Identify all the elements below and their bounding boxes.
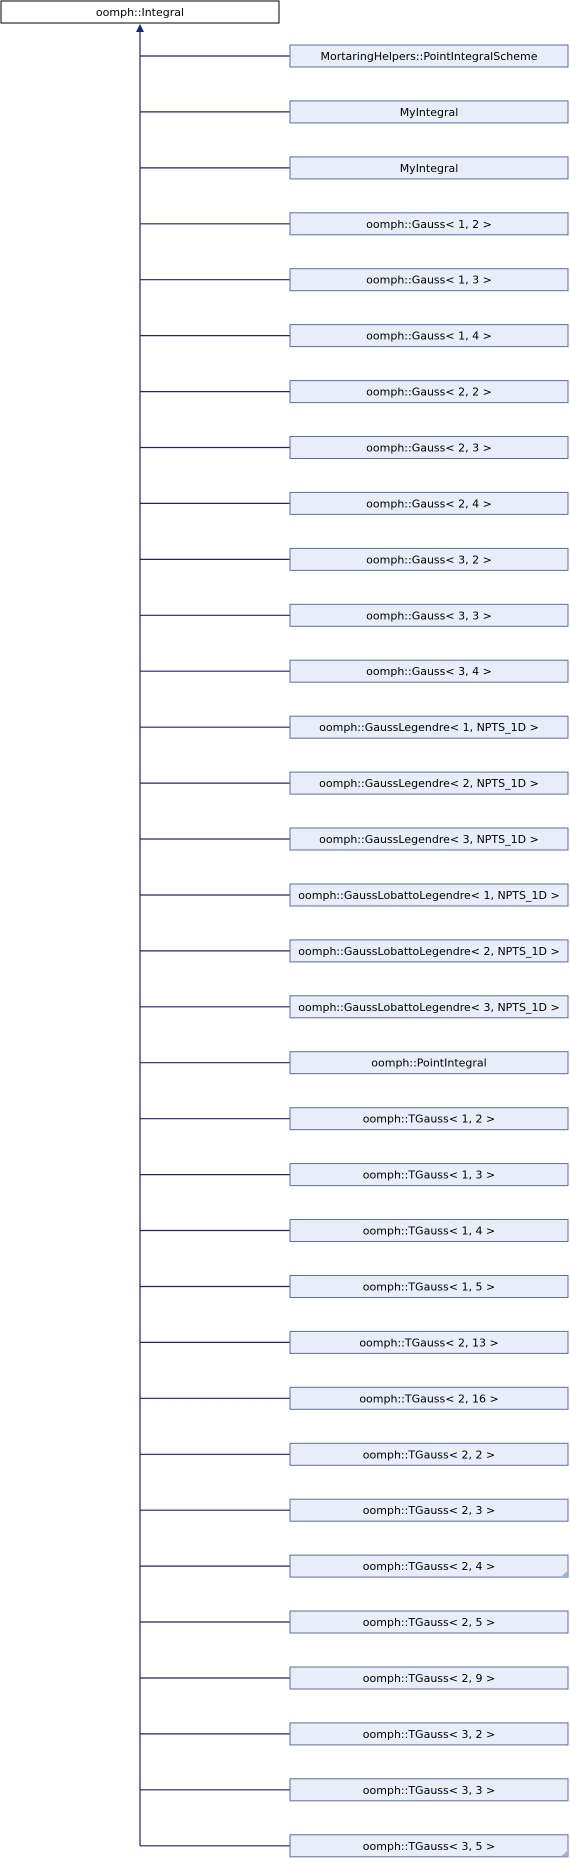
derived-class-label: oomph::Gauss< 2, 4 >	[366, 497, 492, 510]
derived-class-node[interactable]: oomph::Gauss< 3, 3 >	[289, 603, 569, 627]
derived-class-node[interactable]: oomph::Gauss< 3, 2 >	[289, 547, 569, 571]
derived-class-node[interactable]: oomph::GaussLegendre< 1, NPTS_1D >	[289, 715, 569, 739]
derived-class-label: oomph::TGauss< 2, 13 >	[359, 1336, 498, 1349]
derived-class-node[interactable]: oomph::Gauss< 1, 2 >	[289, 212, 569, 236]
inheritance-arrow-icon	[136, 24, 144, 32]
derived-class-node[interactable]: oomph::TGauss< 2, 16 >	[289, 1386, 569, 1410]
base-class-label: oomph::Integral	[96, 6, 184, 19]
derived-class-node[interactable]: oomph::TGauss< 3, 5 >	[289, 1834, 569, 1858]
derived-class-nodes: MortaringHelpers::PointIntegralSchemeMyI…	[289, 44, 569, 1858]
derived-class-label: oomph::TGauss< 1, 3 >	[363, 1169, 495, 1182]
folded-corner-icon	[561, 1570, 568, 1578]
derived-class-node[interactable]: oomph::TGauss< 2, 9 >	[289, 1666, 569, 1690]
derived-class-node[interactable]: MortaringHelpers::PointIntegralScheme	[289, 44, 569, 68]
derived-class-label: oomph::Gauss< 1, 3 >	[366, 274, 492, 287]
derived-class-node[interactable]: oomph::TGauss< 1, 2 >	[289, 1107, 569, 1131]
derived-class-node[interactable]: oomph::Gauss< 2, 4 >	[289, 491, 569, 515]
derived-class-label: oomph::TGauss< 1, 5 >	[363, 1281, 495, 1294]
derived-class-label: oomph::Gauss< 1, 4 >	[366, 330, 492, 343]
derived-class-label: oomph::TGauss< 2, 9 >	[363, 1672, 495, 1685]
derived-class-node[interactable]: oomph::TGauss< 2, 13 >	[289, 1330, 569, 1354]
derived-class-label: oomph::Gauss< 2, 3 >	[366, 442, 492, 455]
derived-class-node[interactable]: oomph::Gauss< 3, 4 >	[289, 659, 569, 683]
derived-class-node[interactable]: oomph::TGauss< 2, 3 >	[289, 1498, 569, 1522]
derived-class-node[interactable]: oomph::TGauss< 2, 2 >	[289, 1442, 569, 1466]
derived-class-label: oomph::TGauss< 1, 2 >	[363, 1113, 495, 1126]
derived-class-node[interactable]: oomph::Gauss< 1, 4 >	[289, 324, 569, 348]
derived-class-node[interactable]: oomph::GaussLobattoLegendre< 1, NPTS_1D …	[289, 883, 569, 907]
derived-class-label: oomph::TGauss< 2, 16 >	[359, 1392, 498, 1405]
derived-class-node[interactable]: oomph::Gauss< 2, 2 >	[289, 380, 569, 404]
derived-class-label: MortaringHelpers::PointIntegralScheme	[320, 50, 537, 63]
derived-class-node[interactable]: oomph::Gauss< 2, 3 >	[289, 436, 569, 459]
derived-class-node[interactable]: MyIntegral	[289, 100, 569, 124]
derived-class-label: oomph::TGauss< 3, 2 >	[363, 1728, 495, 1741]
folded-corner-icon	[561, 1849, 568, 1857]
derived-class-node[interactable]: oomph::PointIntegral	[289, 1051, 569, 1075]
derived-class-label: oomph::GaussLegendre< 1, NPTS_1D >	[319, 721, 539, 734]
derived-class-label: oomph::Gauss< 2, 2 >	[366, 386, 492, 399]
derived-class-label: oomph::PointIntegral	[371, 1057, 486, 1070]
derived-class-node[interactable]: oomph::TGauss< 1, 4 >	[289, 1219, 569, 1242]
derived-class-node[interactable]: oomph::Gauss< 1, 3 >	[289, 268, 569, 292]
derived-class-label: oomph::Gauss< 3, 2 >	[366, 553, 492, 566]
derived-class-label: oomph::TGauss< 3, 3 >	[363, 1784, 495, 1797]
derived-class-node[interactable]: oomph::TGauss< 2, 5 >	[289, 1610, 569, 1634]
derived-class-node[interactable]: oomph::TGauss< 3, 2 >	[289, 1722, 569, 1746]
derived-class-node[interactable]: oomph::TGauss< 1, 3 >	[289, 1163, 569, 1187]
derived-class-label: oomph::GaussLobattoLegendre< 3, NPTS_1D …	[298, 1001, 559, 1014]
derived-class-label: oomph::GaussLegendre< 2, NPTS_1D >	[319, 777, 539, 790]
derived-class-label: oomph::GaussLobattoLegendre< 2, NPTS_1D …	[298, 945, 559, 958]
derived-class-node[interactable]: oomph::TGauss< 3, 3 >	[289, 1778, 569, 1802]
derived-class-node[interactable]: oomph::GaussLobattoLegendre< 3, NPTS_1D …	[289, 995, 569, 1019]
derived-class-node[interactable]: oomph::TGauss< 2, 4 >	[289, 1554, 569, 1578]
derived-class-node[interactable]: MyIntegral	[289, 156, 569, 180]
derived-class-label: oomph::Gauss< 3, 3 >	[366, 609, 492, 622]
derived-class-node[interactable]: oomph::GaussLobattoLegendre< 2, NPTS_1D …	[289, 939, 569, 963]
derived-class-node[interactable]: oomph::GaussLegendre< 3, NPTS_1D >	[289, 827, 569, 851]
derived-class-label: oomph::GaussLegendre< 3, NPTS_1D >	[319, 833, 539, 846]
derived-class-label: oomph::TGauss< 2, 5 >	[363, 1616, 495, 1629]
derived-class-label: oomph::GaussLobattoLegendre< 1, NPTS_1D …	[298, 889, 559, 902]
derived-class-label: oomph::TGauss< 1, 4 >	[363, 1225, 495, 1238]
derived-class-label: oomph::TGauss< 3, 5 >	[363, 1840, 495, 1853]
derived-class-label: oomph::Gauss< 3, 4 >	[366, 665, 492, 678]
derived-class-label: oomph::TGauss< 2, 3 >	[363, 1504, 495, 1517]
derived-class-node[interactable]: oomph::GaussLegendre< 2, NPTS_1D >	[289, 771, 569, 795]
derived-class-label: oomph::Gauss< 1, 2 >	[366, 218, 492, 231]
derived-class-label: oomph::TGauss< 2, 4 >	[363, 1560, 495, 1573]
derived-class-node[interactable]: oomph::TGauss< 1, 5 >	[289, 1275, 569, 1298]
base-class-node[interactable]: oomph::Integral	[0, 0, 280, 24]
derived-class-label: oomph::TGauss< 2, 2 >	[363, 1448, 495, 1461]
derived-class-label: MyIntegral	[400, 162, 459, 175]
inheritance-edges	[136, 24, 290, 1847]
derived-class-label: MyIntegral	[400, 106, 459, 119]
